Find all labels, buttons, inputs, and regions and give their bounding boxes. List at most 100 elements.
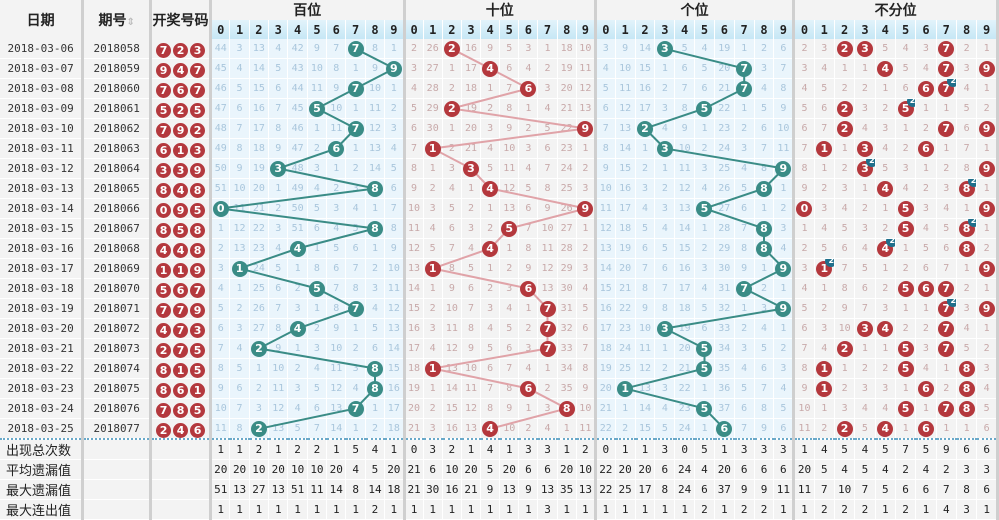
bai-miss-cell: 1 xyxy=(365,398,386,419)
ge-miss-cell: 8 xyxy=(654,298,676,319)
sort-arrows-icon[interactable]: ⇕ xyxy=(126,16,135,28)
shi-miss-cell: 1 xyxy=(461,178,482,199)
stat-label: 最大遗漏值 xyxy=(0,479,85,500)
issue-cell: 2018076 xyxy=(82,398,153,419)
stat-empty-cell xyxy=(82,438,153,460)
bufen-miss-cell: 4 xyxy=(814,58,835,79)
bufen-miss-cell: 3 xyxy=(814,198,835,219)
ge-miss-cell: 4 xyxy=(754,318,775,339)
ge-miss-cell: 9 xyxy=(674,118,696,139)
draw-ball: 9 xyxy=(156,63,172,78)
shi-miss-cell: 8 xyxy=(499,98,520,119)
ge-miss-cell: 12 xyxy=(635,358,656,379)
hit-ball: 3 xyxy=(656,140,673,157)
shi-miss-cell: 8 xyxy=(404,158,424,179)
bai-miss-cell: 9 xyxy=(384,238,406,259)
ge-miss-cell: 6 xyxy=(654,258,676,279)
hit-ball: 7 xyxy=(938,40,955,57)
date-cell: 2018-03-18 xyxy=(0,278,85,299)
bai-miss-cell: 10 xyxy=(268,358,289,379)
bai-miss-cell: 17 xyxy=(384,398,406,419)
stat-value: 1 xyxy=(384,438,406,460)
shi-miss-cell: 6 xyxy=(499,58,520,79)
draw-ball: 5 xyxy=(156,103,172,118)
ge-miss-cell: 8 xyxy=(754,398,775,419)
hit-ball: 3 xyxy=(856,320,873,337)
bai-miss-cell: 14 xyxy=(384,338,406,359)
stat-value: 24 xyxy=(674,479,696,500)
ge-miss-cell: 1 xyxy=(773,318,796,339)
bai-miss-cell: 4 xyxy=(326,218,347,239)
issue-header[interactable]: 期号⇕ xyxy=(82,0,153,39)
draw-number-header: 开奖号码 xyxy=(150,0,213,39)
bufen-miss-cell: 1 xyxy=(936,358,957,379)
bai-hit-cell: 7 xyxy=(345,78,366,99)
ge-miss-cell: 6 xyxy=(694,318,715,339)
stat-value: 6 xyxy=(694,479,715,500)
hit-ball: 7 xyxy=(736,280,753,297)
shi-miss-cell: 12 xyxy=(537,258,558,279)
hit-ball: 7 xyxy=(938,120,955,137)
hit-ball: 3 xyxy=(856,140,873,157)
shi-miss-cell: 19 xyxy=(461,98,482,119)
issue-cell: 2018065 xyxy=(82,178,153,199)
ge-hit-cell: 8 xyxy=(754,218,775,239)
bai-miss-cell: 12 xyxy=(384,298,406,319)
stat-value: 1 xyxy=(615,438,636,460)
digit-header-shi-1: 1 xyxy=(423,20,443,39)
bufen-hit-cell: 3 xyxy=(854,39,876,59)
bufen-miss-cell: 2 xyxy=(915,318,937,339)
ge-miss-cell: 19 xyxy=(595,358,616,379)
shi-miss-cell: 12 xyxy=(442,338,462,359)
shi-miss-cell: 16 xyxy=(404,318,424,339)
ge-miss-cell: 17 xyxy=(635,98,656,119)
ge-miss-cell: 34 xyxy=(714,338,735,359)
shi-miss-cell: 2 xyxy=(423,398,443,419)
stat-value: 7 xyxy=(936,479,957,500)
shi-miss-cell: 4 xyxy=(518,58,539,79)
bufen-miss-cell: 1 xyxy=(814,398,835,419)
shi-miss-cell: 26 xyxy=(423,39,443,59)
bai-miss-cell: 13 xyxy=(229,238,250,259)
shi-miss-cell: 5 xyxy=(576,298,597,319)
repeat-count-badge: 2 xyxy=(947,298,956,307)
stat-value: 21 xyxy=(404,479,424,500)
hit-ball: 2 xyxy=(836,340,853,357)
hit-ball: 2 xyxy=(443,100,460,117)
stat-value: 11 xyxy=(773,479,796,500)
bai-miss-cell: 51 xyxy=(287,218,308,239)
ge-miss-cell: 11 xyxy=(674,158,696,179)
bai-miss-cell: 3 xyxy=(307,338,328,359)
digit-header-bai-9: 9 xyxy=(384,20,406,39)
shi-miss-cell: 19 xyxy=(557,58,577,79)
bufen-miss-cell: 3 xyxy=(834,398,856,419)
hit-ball: 7 xyxy=(539,300,556,317)
ge-miss-cell: 5 xyxy=(694,298,715,319)
bai-miss-cell: 16 xyxy=(249,98,270,119)
shi-miss-cell: 1 xyxy=(480,258,501,279)
bufen-miss-cell: 4 xyxy=(936,198,957,219)
ge-miss-cell: 4 xyxy=(734,158,755,179)
shi-hit-cell: 6 xyxy=(518,278,539,299)
bai-miss-cell: 45 xyxy=(210,58,231,79)
stat-value: 1 xyxy=(423,499,443,520)
draw-ball: 2 xyxy=(156,343,172,358)
ge-miss-cell: 6 xyxy=(734,198,755,219)
bufen-miss-cell: 2 xyxy=(814,418,835,440)
date-cell: 2018-03-09 xyxy=(0,98,85,119)
bufen-miss-cell: 3 xyxy=(915,198,937,219)
hit-ball: 9 xyxy=(978,160,995,177)
draw-ball: 4 xyxy=(156,243,172,258)
issue-cell: 2018061 xyxy=(82,98,153,119)
bai-hit-cell: 4 xyxy=(287,318,308,339)
shi-miss-cell: 3 xyxy=(404,58,424,79)
hit-ball: 7 xyxy=(347,300,364,317)
ge-miss-cell: 4 xyxy=(773,378,796,399)
hit-ball: 9 xyxy=(577,120,593,137)
bufen-miss-cell: 5 xyxy=(854,258,876,279)
